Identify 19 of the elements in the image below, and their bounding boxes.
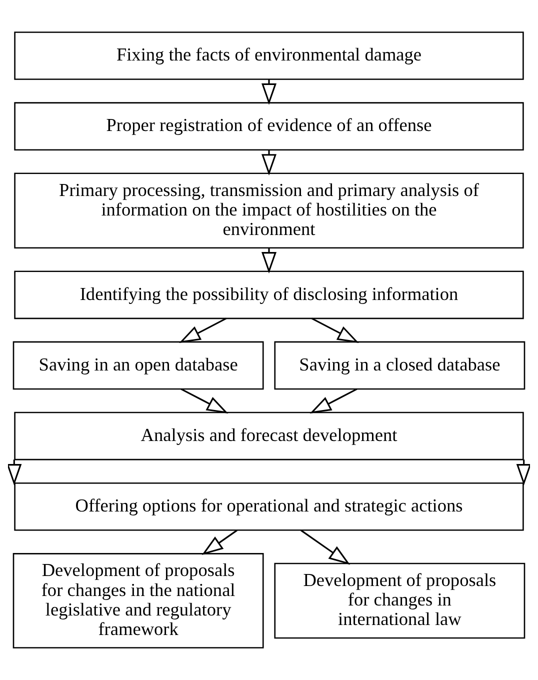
- node-box: Identifying the possibility of disclosing information: [14, 270, 524, 320]
- node-box: Primary processing, transmission and primary analysis of information on the impact of hostilities on the environment: [14, 172, 524, 249]
- node-box: Saving in a closed database: [274, 341, 526, 390]
- arrow: [261, 79, 277, 105]
- arrow: [179, 318, 227, 343]
- arrow: [261, 150, 277, 176]
- node-box: Proper registration of evidence of an offense: [14, 102, 524, 150]
- node-box: Development of proposals for changes in international law: [274, 562, 526, 639]
- arrow: [311, 318, 359, 343]
- arrow: [310, 388, 358, 414]
- node-box: Offering options for operational and strategic actions: [14, 482, 524, 531]
- arrow: [300, 530, 350, 565]
- node-box: Development of proposals for changes in the national legislative and regulatory framework: [12, 553, 264, 648]
- arrow: [180, 388, 228, 414]
- node-box: Fixing the facts of environmental damage: [14, 32, 524, 80]
- arrow: [202, 530, 238, 555]
- node-box: Analysis and forecast development: [14, 412, 524, 460]
- arrow: [261, 248, 277, 274]
- node-box: Saving in an open database: [12, 341, 264, 390]
